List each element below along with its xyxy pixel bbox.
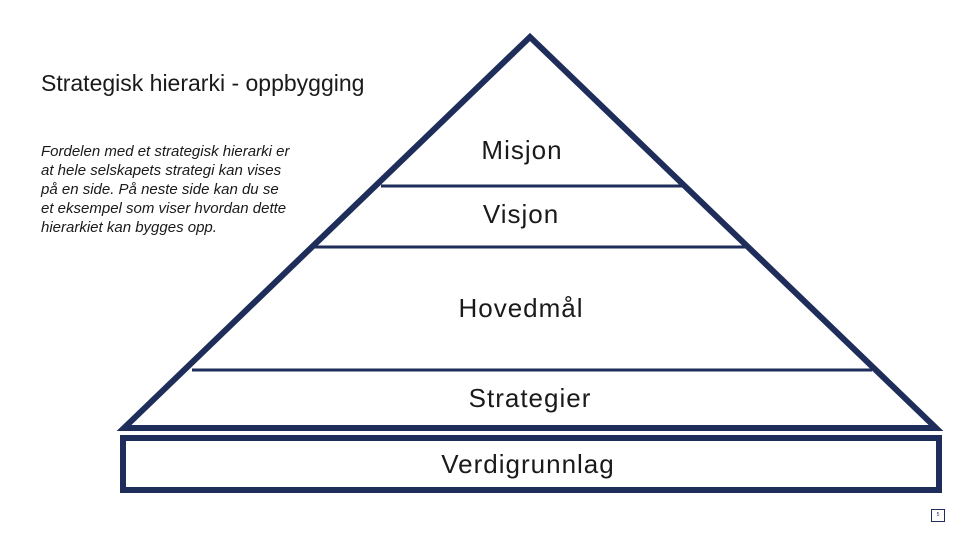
pyramid-base-box bbox=[120, 435, 942, 493]
page-number: 5 bbox=[931, 509, 945, 522]
base-label-verdigrunnlag: Verdigrunnlag bbox=[441, 449, 615, 479]
intro-paragraph: Fordelen med et strategisk hierarki er a… bbox=[41, 143, 290, 236]
level-label-visjon: Visjon bbox=[482, 199, 560, 229]
pyramid-outline bbox=[116, 32, 944, 431]
slide-title: Strategisk hierarki - oppbygging bbox=[41, 70, 365, 96]
level-label-hovedmal: Hovedmål bbox=[458, 293, 584, 323]
level-label-misjon: Misjon bbox=[481, 135, 563, 165]
level-label-strategier: Strategier bbox=[468, 383, 592, 413]
